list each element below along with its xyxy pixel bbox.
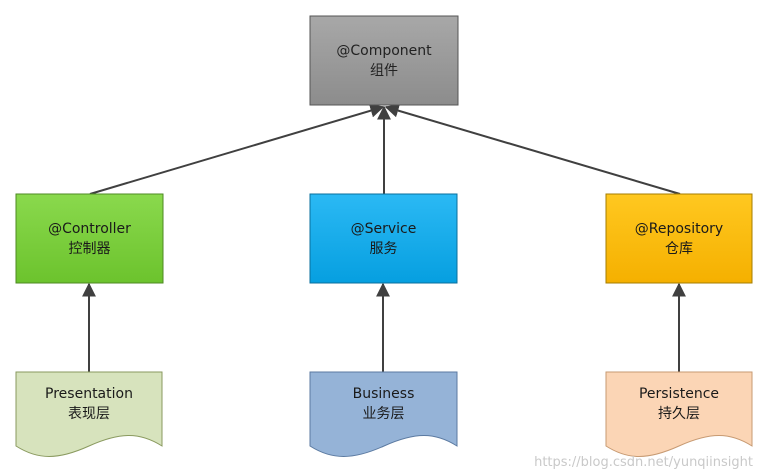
business-title: Business: [352, 386, 415, 402]
controller-box-shape: [15, 193, 164, 284]
presentation-subtitle: 表现层: [68, 406, 110, 422]
component-title: @Component: [336, 42, 432, 59]
service-box-shape: [309, 193, 458, 284]
service-title: @Service: [350, 220, 417, 237]
persistence-title: Persistence: [638, 386, 720, 402]
component-box-shape: [309, 15, 459, 106]
component-box: @Component 组件: [310, 16, 458, 105]
connector-controller-to-component: [89, 103, 385, 195]
presentation-title: Presentation: [45, 386, 133, 402]
repository-subtitle: 仓库: [665, 240, 693, 257]
connector-repository-to-component: [384, 103, 681, 195]
service-box: @Service 服务: [310, 194, 457, 283]
persistence-subtitle: 持久层: [658, 406, 700, 422]
watermark-text: https://blog.csdn.net/yunqiinsight: [534, 455, 753, 470]
repository-box-shape: [605, 193, 753, 284]
service-subtitle: 服务: [369, 240, 398, 257]
business-subtitle: 业务层: [362, 406, 405, 422]
controller-subtitle: 控制器: [68, 240, 111, 257]
presentation-document-shape: [15, 371, 163, 457]
repository-title: @Repository: [634, 220, 724, 237]
controller-box: @Controller 控制器: [16, 194, 163, 283]
controller-title: @Controller: [48, 220, 131, 237]
persistence-document-shape: [605, 371, 753, 457]
component-subtitle: 组件: [370, 62, 398, 79]
business-layer-box: Business 业务层: [310, 372, 457, 452]
repository-box: @Repository 仓库: [606, 194, 752, 283]
persistence-layer-box: Persistence 持久层: [606, 372, 752, 452]
presentation-layer-box: Presentation 表现层: [16, 372, 162, 452]
business-document-shape: [309, 371, 458, 457]
